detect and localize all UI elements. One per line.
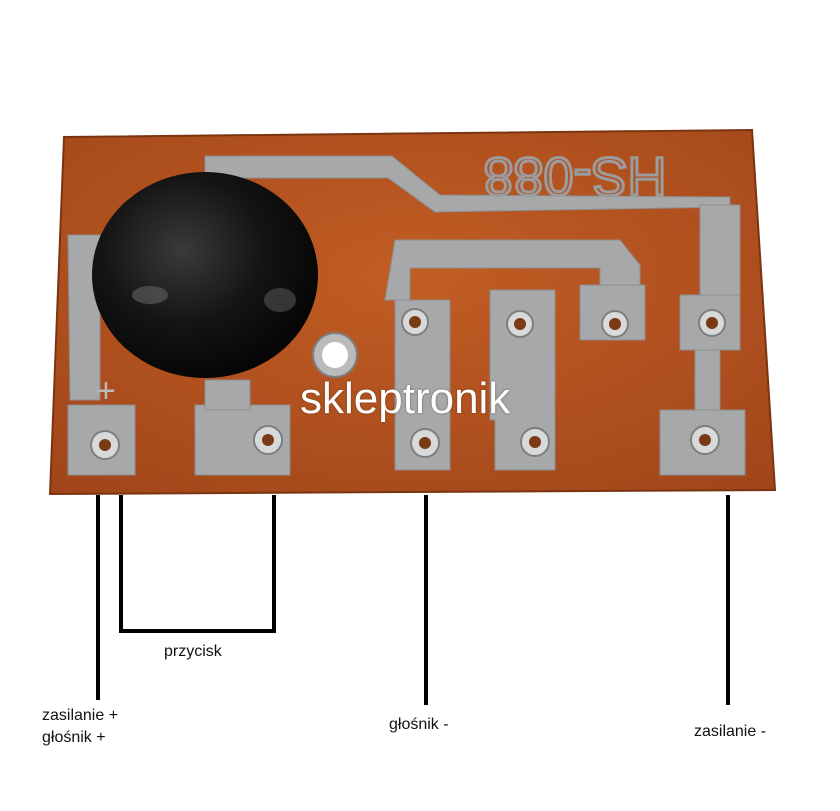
epoxy-highlight (132, 286, 168, 304)
mounting-hole (312, 332, 358, 378)
plus-mark: + (96, 372, 116, 410)
pad-top-2 (506, 310, 534, 338)
line-button-bridge (119, 629, 276, 633)
trace-left (67, 234, 101, 401)
pad-speaker-minus (410, 428, 440, 458)
solder-pads (90, 308, 726, 460)
pad-top-3 (601, 310, 629, 338)
trace-speaker-minus (394, 299, 451, 471)
label-speaker-minus: głośnik - (389, 716, 449, 733)
epoxy-blob-chip (92, 172, 318, 378)
trace-button-connector (204, 379, 251, 411)
pad-center-bottom (520, 427, 550, 457)
label-power-plus: zasilanie + (42, 707, 119, 724)
pad-top-1 (401, 308, 429, 336)
label-button: przycisk (164, 643, 222, 660)
line-speaker-minus (424, 495, 428, 705)
epoxy-highlight (264, 288, 296, 312)
line-button-right (272, 495, 276, 633)
pad-button (253, 425, 283, 455)
pad-power-plus (90, 430, 120, 460)
silkscreen-label: HS-088 (483, 146, 666, 206)
line-button-left (119, 495, 123, 633)
line-power-plus (96, 495, 100, 700)
line-power-minus (726, 495, 730, 705)
watermark-text: skleptronik (300, 374, 511, 423)
pad-power-minus (690, 425, 720, 455)
label-power-minus: zasilanie - (694, 723, 767, 740)
pad-top-4 (698, 309, 726, 337)
label-speaker-plus: głośnik + (42, 729, 106, 746)
trace-center (489, 289, 556, 471)
trace-button-pad (194, 404, 291, 476)
